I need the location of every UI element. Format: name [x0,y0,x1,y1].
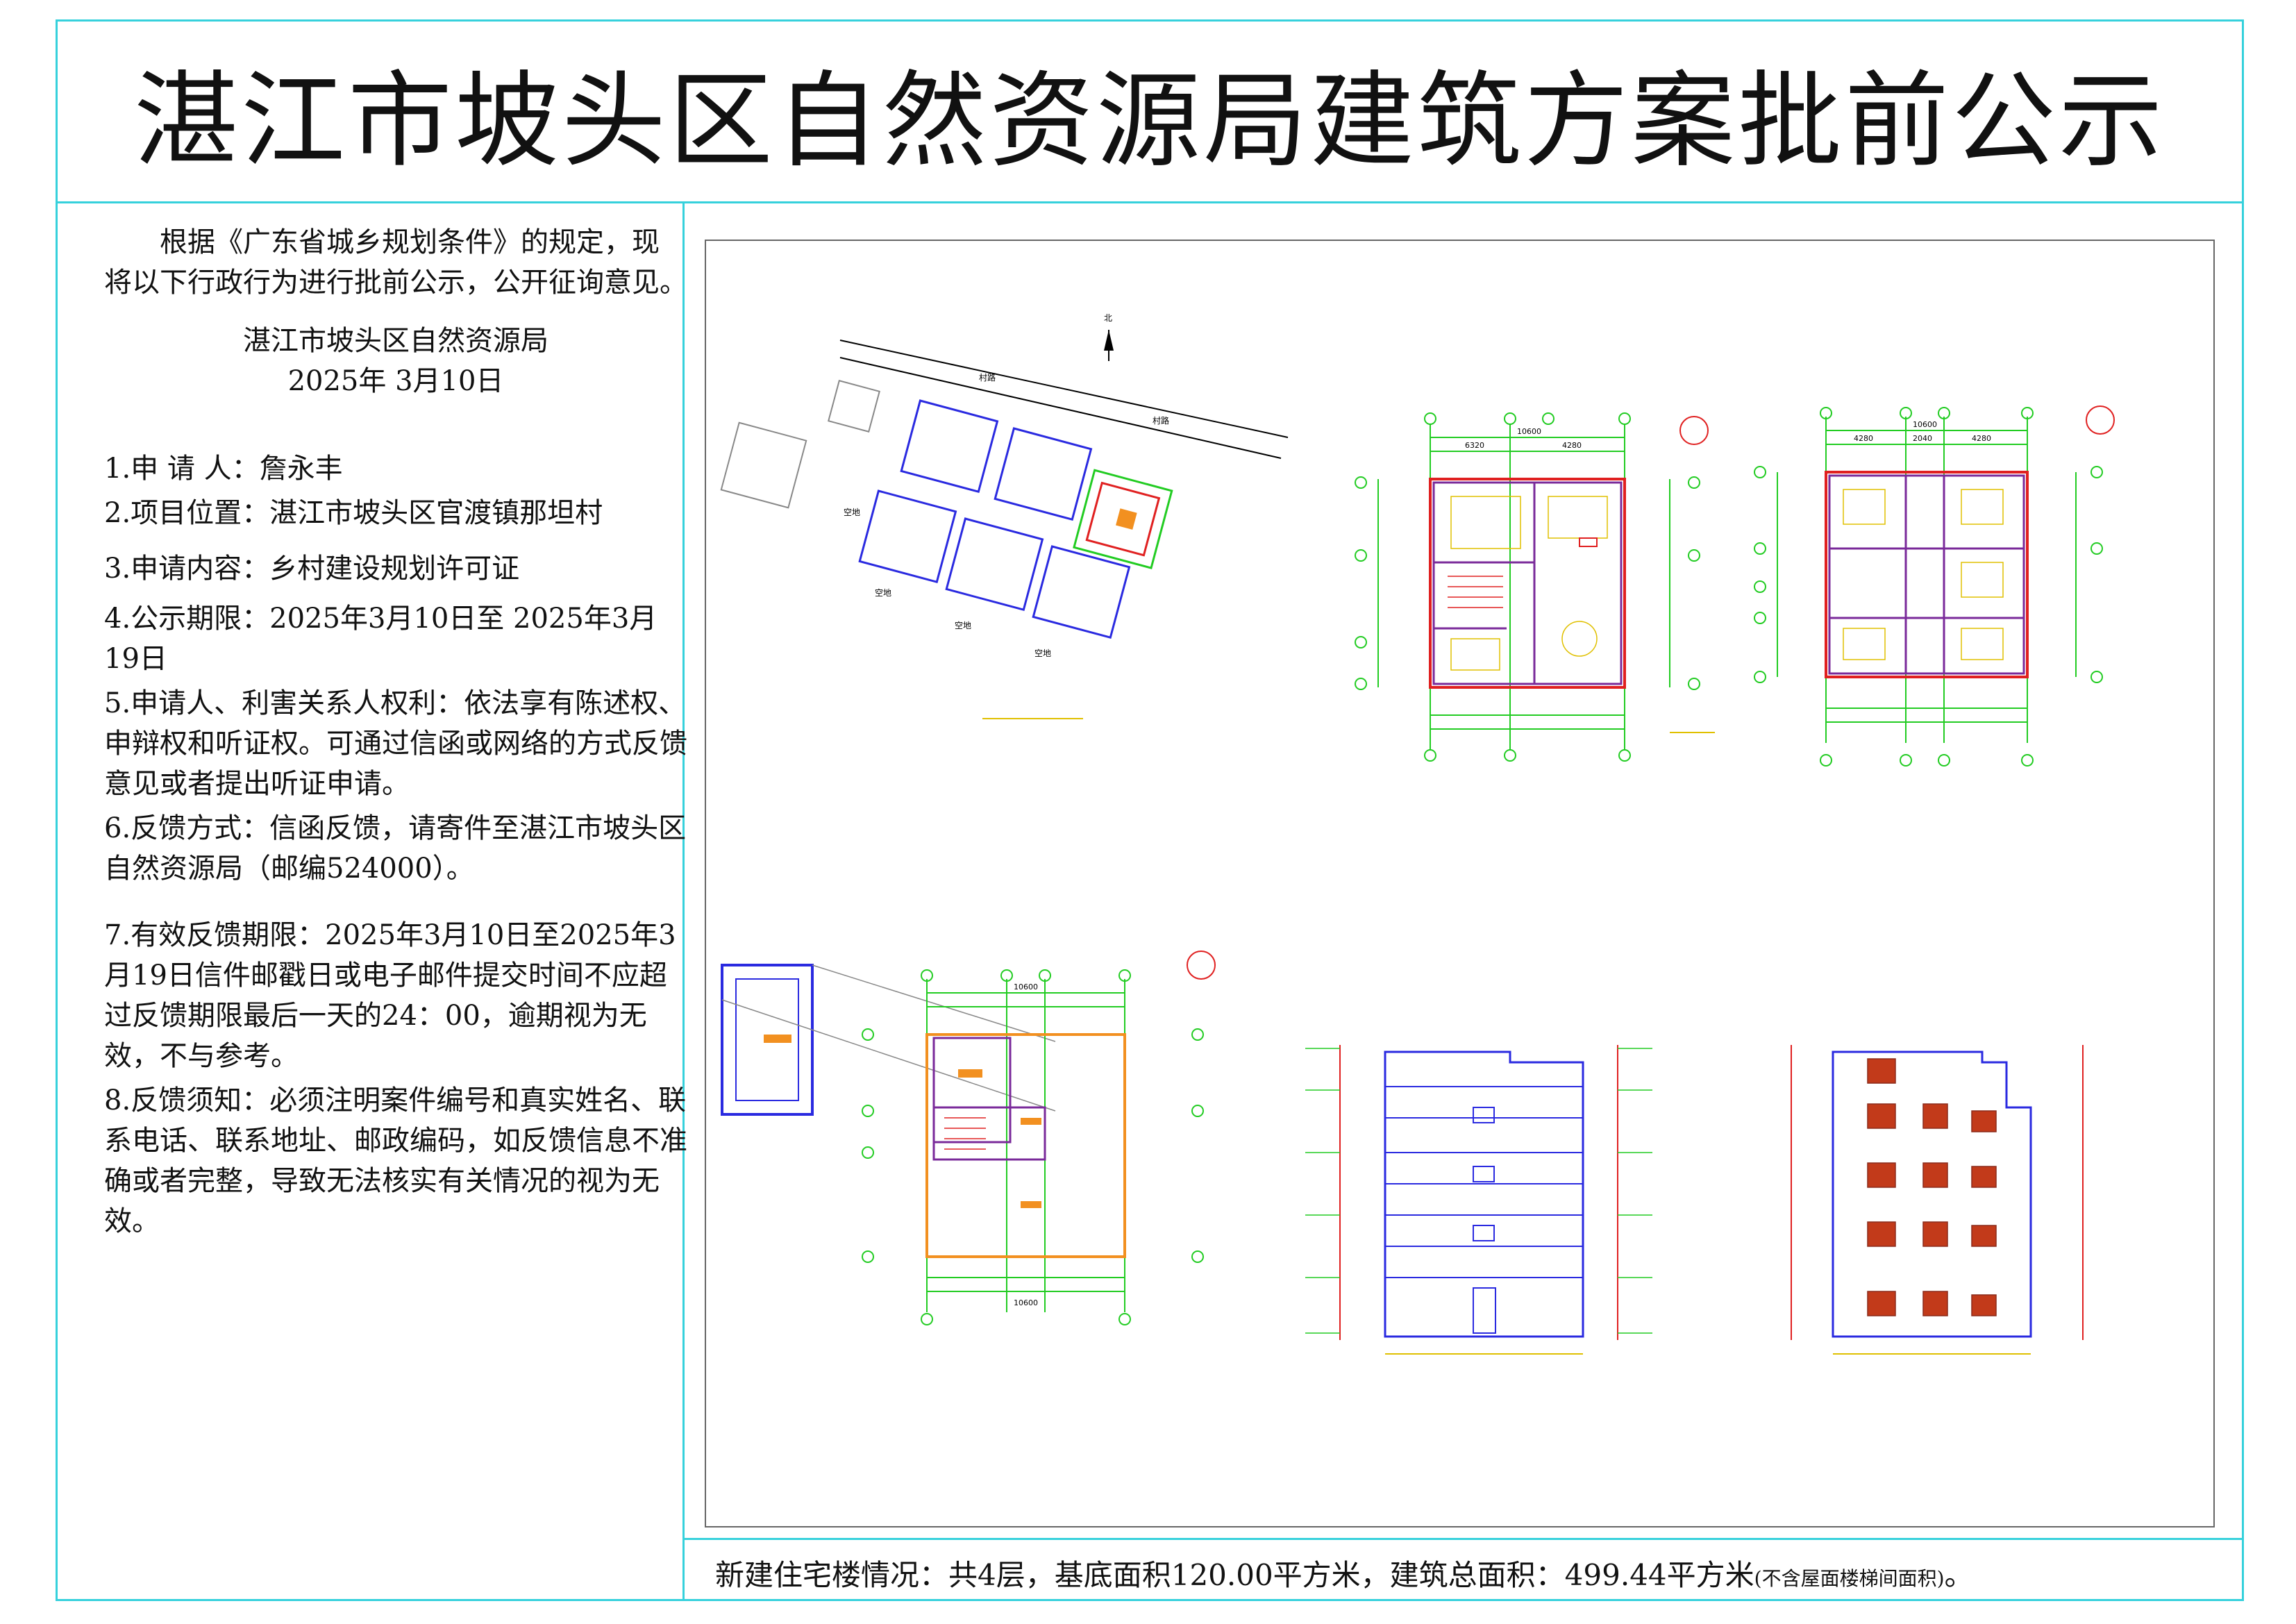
dim-total-roof: 10600 [1014,982,1038,991]
page-title: 湛江市坡头区自然资源局建筑方案批前公示 [133,60,2165,182]
item-feedback-period: 7.有效反馈期限：2025年3月10日至2025年3月19日信件邮戳日或电子邮件… [104,919,676,1072]
notice-text: 根据《广东省城乡规划条件》的规定，现 将以下行政行为进行批前公示，公开征询意见。… [104,222,687,1241]
item-applicant: 1.申 请 人：詹永丰 [104,453,343,485]
intro-paragraph: 根据《广东省城乡规划条件》的规定，现 将以下行政行为进行批前公示，公开征询意见。 [104,226,687,299]
item-content: 3.申请内容：乡村建设规划许可证 [104,553,520,585]
side-elevation [1791,1045,2084,1355]
drawing-frame [705,240,2215,1527]
item-rights: 5.申请人、利害关系人权利：依法享有陈述权、申辩权和听证权。可通过信函或网络的方… [104,687,687,800]
road-label-2: 村路 [1153,415,1169,426]
dim-total-top-2: 10600 [1913,420,1937,429]
item-period: 4.公示期限：2025年3月10日至 2025年3月 19日 [104,603,657,675]
dim-b1: 4280 [1854,434,1873,443]
issue-date: 2025年 3月10日 [287,365,504,397]
issuer-name: 湛江市坡头区自然资源局 [243,325,548,357]
footer-divider [684,1538,2244,1540]
column-divider [682,201,685,1601]
building-summary-note: (不含屋面楼梯间面积) [1754,1567,1945,1590]
empty-lot-2: 空地 [875,588,891,598]
empty-lot-4: 空地 [1034,648,1051,658]
item-feedback-method: 6.反馈方式：信函反馈，请寄件至湛江市坡头区自然资源局（邮编524000）。 [104,812,687,885]
item-location: 2.项目位置：湛江市坡头区官渡镇那坦村 [104,497,603,529]
dim-b3: 4280 [1972,434,1991,443]
dim-b2: 2040 [1913,434,1932,443]
front-elevation [1305,1045,1652,1355]
dim-a1: 6320 [1465,441,1484,450]
dim-total-roof-bottom: 10600 [1014,1298,1038,1307]
empty-lot-3: 空地 [955,621,971,630]
dim-a2: 4280 [1562,441,1582,450]
building-summary: 新建住宅楼情况：共4层，基底面积120.00平方米，建筑总面积：499.44平方… [715,1552,1974,1594]
ground-floor-plan: 10600 6320 4280 [1355,412,1715,762]
building-summary-end: 。 [1944,1558,1974,1592]
north-label: 北 [1104,313,1112,323]
roof-plan: 10600 10600 [721,951,1216,1325]
title-divider [56,201,2244,203]
building-summary-main: 新建住宅楼情况：共4层，基底面积120.00平方米，建筑总面积：499.44平方… [715,1558,1754,1592]
outer-frame [56,19,2244,1601]
site-plan: 村路 村路 北 空地 空地 空地 空地 [720,313,1289,719]
dim-total-top: 10600 [1517,427,1541,436]
road-label-1: 村路 [979,372,996,383]
upper-floor-plan: 10600 4280 2040 4280 [1754,405,2115,767]
empty-lot-1: 空地 [844,508,860,517]
item-feedback-notes: 8.反馈须知：必须注明案件编号和真实姓名、联系电话、联系地址、邮政编码，如反馈信… [104,1085,687,1237]
